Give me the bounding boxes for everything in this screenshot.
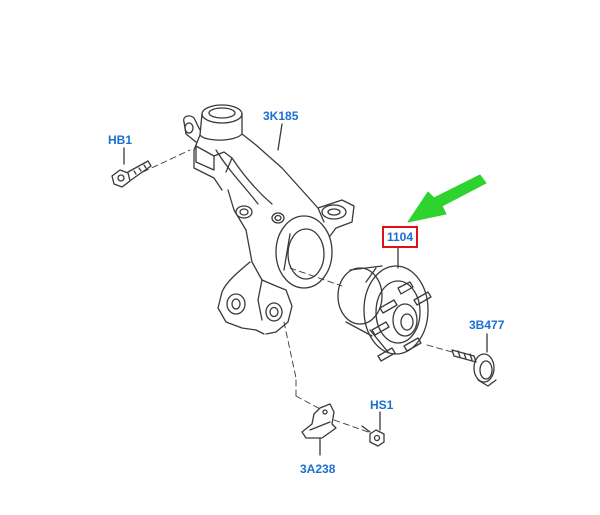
hb1-bolt [111, 160, 152, 188]
steering-knuckle [183, 104, 355, 335]
wheel-hub [337, 265, 432, 362]
part-label-3a238: 3A238 [300, 462, 336, 476]
hs1-bolt [361, 425, 385, 447]
part-label-3k185: 3K185 [263, 109, 299, 123]
dust-shield [301, 403, 337, 439]
leader-lines [123, 123, 488, 456]
assembly-axis-lines [142, 149, 453, 433]
hub-bolt [451, 349, 497, 387]
part-label-3b477: 3B477 [469, 318, 505, 332]
part-label-hs1: HS1 [370, 398, 394, 412]
part-label-hb1: HB1 [108, 133, 133, 147]
part-label-1104-highlighted: 1104 [382, 226, 419, 248]
green-arrow-icon [407, 174, 487, 223]
